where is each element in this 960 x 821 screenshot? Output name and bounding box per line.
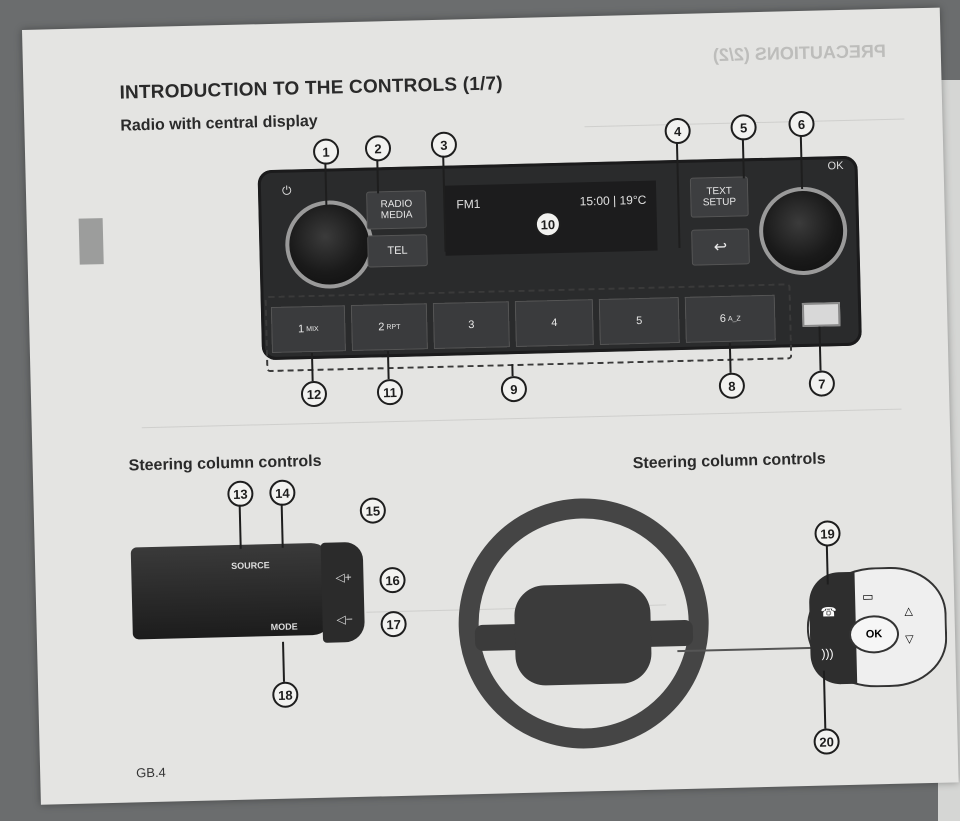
preset-1-sub: MIX — [306, 325, 319, 333]
stalk-tip[interactable] — [320, 541, 366, 643]
voice-icon: ))) — [821, 646, 834, 661]
preset-2-sub: RPT — [386, 323, 401, 331]
callout-19: 19 — [814, 520, 841, 547]
callout-13: 13 — [227, 480, 254, 508]
callout-20: 20 — [813, 728, 840, 755]
radio-media-button[interactable]: RADIO MEDIA — [366, 190, 427, 230]
mode-label: MODE — [270, 621, 298, 633]
callout-12: 12 — [300, 380, 328, 408]
leader-line — [282, 641, 286, 682]
phone-hangup-icon: ☎ — [820, 604, 837, 620]
preset-6-sub: A_Z — [727, 315, 741, 323]
callout-14: 14 — [269, 479, 296, 507]
up-arrow-icon[interactable]: △ — [904, 605, 914, 618]
preset-3-num: 3 — [468, 319, 475, 332]
preset-5-num: 5 — [636, 314, 643, 328]
back-button[interactable]: ↩ — [691, 228, 750, 266]
display-status: 15:00 | 19°C — [579, 192, 647, 209]
preset-button-3[interactable]: 3 — [432, 301, 510, 350]
bleed-line — [141, 408, 902, 429]
power-icon: ⏻ — [281, 183, 292, 198]
down-arrow-icon[interactable]: ▽ — [905, 633, 914, 646]
leader-line — [238, 504, 242, 549]
callout-9: 9 — [500, 375, 528, 403]
leader-line — [280, 503, 284, 548]
leader-line — [376, 159, 380, 194]
display-band: FM1 — [456, 196, 481, 212]
section-heading-radio: Radio with central display — [120, 112, 318, 135]
callout-1: 1 — [312, 138, 340, 165]
page-title: INTRODUCTION TO THE CONTROLS (1/7) — [119, 73, 504, 104]
preset-button-4[interactable]: 4 — [514, 299, 594, 348]
callout-4: 4 — [664, 117, 691, 145]
callout-6: 6 — [788, 110, 815, 138]
section-heading-steering-right: Steering column controls — [632, 450, 826, 473]
volume-up-icon: ◁+ — [335, 570, 352, 585]
callout-8: 8 — [718, 372, 746, 400]
ok-label: OK — [827, 159, 844, 173]
callout-7: 7 — [808, 370, 836, 397]
callout-5: 5 — [730, 114, 757, 141]
callout-11: 11 — [376, 378, 404, 406]
manual-page: PRECAUTIONS (2/2) INTRODUCTION TO THE CO… — [22, 7, 959, 805]
source-label: SOURCE — [231, 560, 270, 572]
volume-down-icon: ◁− — [336, 612, 353, 627]
callout-16: 16 — [379, 566, 406, 594]
steering-stalk[interactable] — [130, 542, 333, 640]
callout-2: 2 — [364, 135, 392, 162]
callout-18: 18 — [272, 681, 299, 709]
usb-port — [801, 302, 841, 328]
callout-17: 17 — [380, 610, 407, 638]
wheel-hub — [513, 582, 653, 687]
text-setup-button[interactable]: TEXT SETUP — [689, 176, 749, 218]
callout-15: 15 — [359, 497, 387, 524]
page-tab-marker — [78, 218, 104, 265]
tel-button[interactable]: TEL — [367, 234, 428, 268]
preset-4-num: 4 — [551, 317, 558, 330]
callout-3: 3 — [430, 131, 458, 159]
bleed-through-header: PRECAUTIONS (2/2) — [712, 40, 887, 66]
leader-line — [511, 364, 514, 377]
page-number: GB.4 — [136, 764, 166, 781]
leader-line — [825, 544, 829, 585]
preset-2-num: 2 — [378, 321, 385, 334]
menu-icon: ▭ — [861, 589, 874, 604]
section-heading-steering-left: Steering column controls — [128, 452, 322, 475]
preset-button-5[interactable]: 5 — [598, 297, 680, 345]
preset-1-num: 1 — [297, 323, 305, 336]
preset-6-num: 6 — [719, 312, 727, 326]
